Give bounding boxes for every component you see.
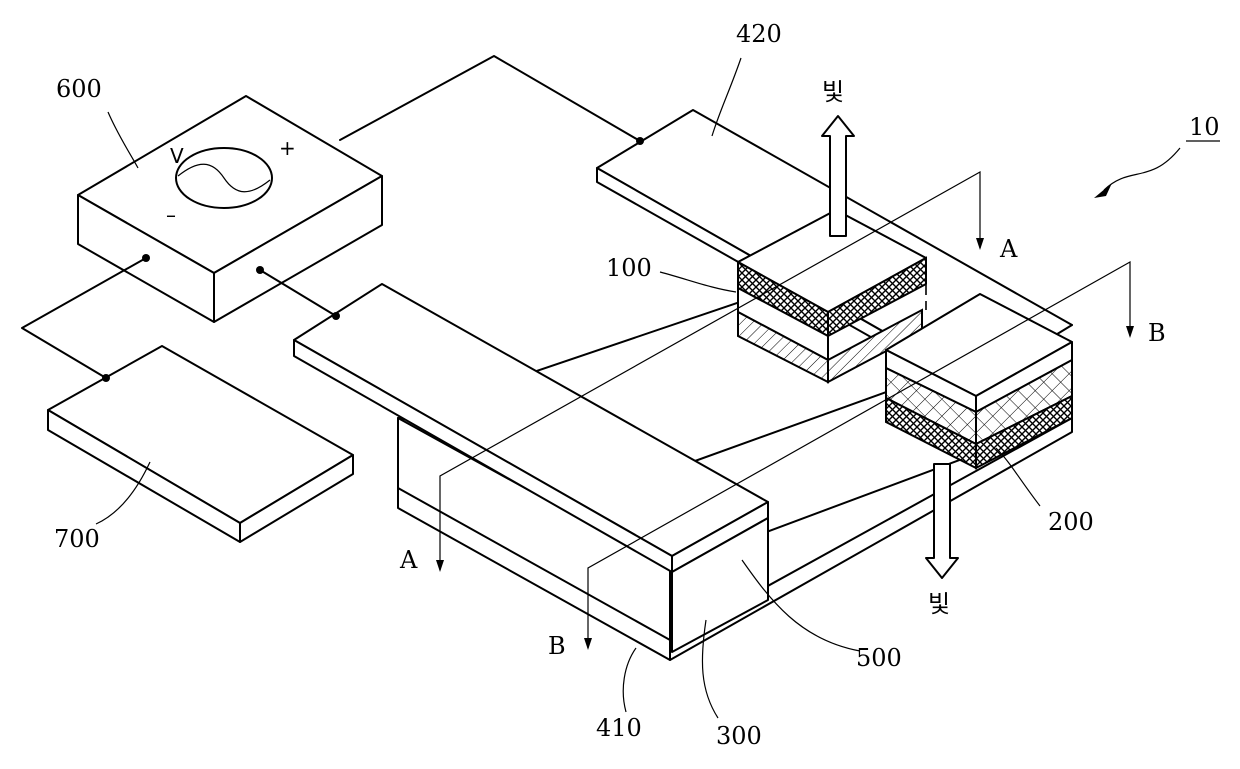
label-500: 500 bbox=[856, 644, 902, 672]
label-100: 100 bbox=[606, 254, 652, 282]
device-pointer bbox=[1094, 141, 1220, 198]
light-label-top: 빛 bbox=[822, 78, 844, 106]
label-600: 600 bbox=[56, 75, 102, 103]
minus-label: – bbox=[166, 203, 176, 227]
label-410: 410 bbox=[596, 714, 642, 742]
section-a-top: A bbox=[999, 235, 1018, 263]
label-700: 700 bbox=[54, 525, 100, 553]
label-10: 10 bbox=[1189, 113, 1220, 141]
voltage-label: V bbox=[170, 144, 184, 168]
light-source-700 bbox=[48, 346, 353, 542]
label-200: 200 bbox=[1048, 508, 1094, 536]
label-300: 300 bbox=[716, 722, 762, 750]
light-label-bottom: 빛 bbox=[928, 590, 950, 618]
section-b-bottom: B bbox=[548, 632, 566, 660]
power-supply-600: V + – bbox=[78, 96, 382, 322]
section-a-bottom: A bbox=[399, 546, 418, 574]
section-b-top: B bbox=[1148, 319, 1166, 347]
plus-label: + bbox=[279, 136, 296, 160]
label-420: 420 bbox=[736, 20, 782, 48]
